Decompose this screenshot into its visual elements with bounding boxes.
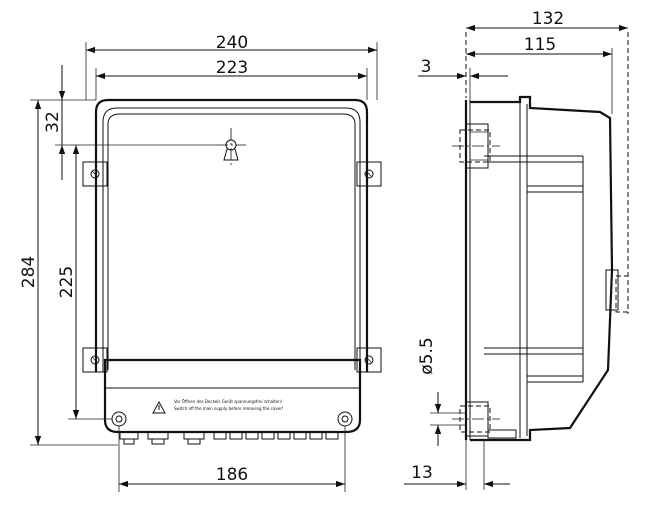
warning-triangle-icon	[152, 400, 166, 414]
cable-glands	[119, 431, 339, 445]
side-upper-clamp	[452, 123, 500, 169]
dim-115: 115	[524, 35, 556, 55]
side-view: 132 115 3 ø5.5 13	[404, 9, 629, 490]
warning-text-en: Switch off the main supply before removi…	[174, 406, 283, 411]
dim-hole-diameter: ø5.5	[417, 337, 437, 374]
screw-hole-right	[337, 411, 353, 427]
keyhole	[216, 128, 246, 166]
side-lower-clamp	[452, 401, 517, 439]
upper-clamp-left	[82, 161, 108, 187]
dim-284: 284	[19, 256, 39, 288]
dim-13: 13	[411, 463, 433, 483]
dim-32: 32	[43, 111, 63, 133]
dim-223: 223	[216, 58, 248, 78]
lower-clamp-right	[356, 347, 382, 373]
screw-hole-left	[111, 411, 127, 427]
side-ribs	[484, 155, 584, 383]
dim-240: 240	[216, 33, 248, 53]
dim-132: 132	[532, 9, 564, 29]
dim-3: 3	[421, 57, 432, 77]
warning-text-de: Vor Öffnen des Deckels Gerät spannungsfr…	[174, 399, 282, 404]
housing-outline	[103, 358, 362, 434]
side-housing	[470, 95, 614, 442]
lower-clamp-left	[82, 347, 108, 373]
dim-225: 225	[57, 266, 77, 298]
mounting-frame	[94, 98, 369, 372]
upper-clamp-right	[356, 161, 382, 187]
dim-186: 186	[216, 465, 248, 485]
side-cable-gland	[605, 269, 629, 313]
front-view: Vor Öffnen des Deckels Gerät spannungsfr…	[19, 33, 382, 492]
